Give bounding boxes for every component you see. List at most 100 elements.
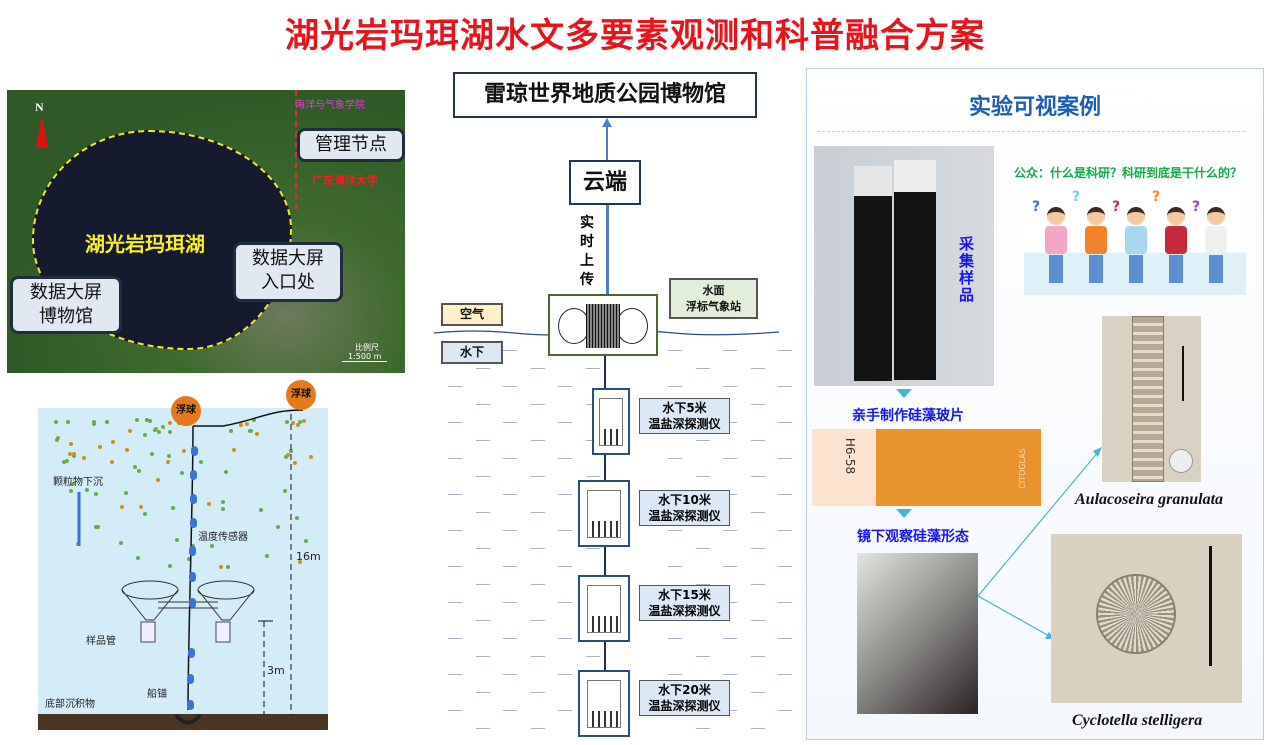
water-dash — [531, 692, 545, 693]
water-dash — [723, 566, 737, 567]
water-dash — [668, 458, 682, 459]
buoy-frame — [586, 304, 620, 348]
slide-photo: H6-58 CITOGLAS — [812, 429, 1041, 506]
particle — [166, 453, 171, 458]
particle — [225, 565, 230, 570]
water-dash — [531, 440, 545, 441]
water-dash — [476, 728, 490, 729]
water-dash — [723, 602, 737, 603]
scale-bar — [1182, 346, 1184, 401]
screen-museum-label: 数据大屏博物馆 — [10, 276, 122, 334]
water-dash — [668, 530, 682, 531]
particle — [161, 425, 166, 430]
cases-panel: 实验可视案例 采集样品 公众：什么是科研？科研到底是干什么的？ ????? 亲手… — [806, 68, 1264, 740]
water-dash — [476, 476, 490, 477]
water-dash — [696, 728, 710, 729]
particle — [139, 504, 144, 509]
water-dash — [476, 512, 490, 513]
particle — [290, 421, 295, 426]
particle — [143, 432, 148, 437]
particle — [264, 553, 269, 558]
text: 水面 — [702, 284, 725, 297]
water-dash — [503, 566, 517, 567]
particle — [292, 460, 297, 465]
particle — [110, 440, 115, 445]
particle — [123, 491, 128, 496]
water-dash — [531, 620, 545, 621]
arrow-down-icon — [896, 509, 912, 518]
divider — [817, 131, 1245, 132]
water-dash — [668, 674, 682, 675]
particle — [298, 419, 303, 424]
water-dash — [558, 710, 572, 711]
water-dash — [558, 602, 572, 603]
water-dash — [723, 386, 737, 387]
particle — [199, 459, 204, 464]
particle — [145, 418, 150, 423]
water-dash — [558, 530, 572, 531]
water-dash — [503, 422, 517, 423]
water-dash — [751, 512, 765, 513]
university-label: 广东海洋大学 — [312, 174, 378, 187]
water-dash — [778, 458, 792, 459]
water-dash — [696, 476, 710, 477]
lake-name: 湖光岩玛珥湖 — [85, 232, 205, 256]
particles-label: 颗粒物下沉 — [53, 477, 103, 488]
particle — [206, 501, 211, 506]
particle — [68, 488, 73, 493]
person-figure — [1164, 207, 1188, 287]
cloud-box: 云端 — [569, 160, 641, 205]
water-dash — [503, 386, 517, 387]
instrument-name: 温盐深探测仪 — [648, 509, 721, 523]
particle — [190, 543, 195, 548]
question-mark-icon: ? — [1032, 199, 1041, 215]
water-dash — [448, 386, 462, 387]
museum-box: 雷琼世界地质公园博物馆 — [453, 72, 757, 118]
particle — [224, 469, 229, 474]
water-dash — [476, 584, 490, 585]
particle — [92, 422, 97, 427]
arrow-down-icon — [896, 389, 912, 398]
temperature-sensor — [187, 674, 195, 684]
ctd-instrument — [578, 480, 630, 547]
question-mark-icon: ? — [1152, 189, 1161, 205]
instrument-depth: 水下5米 — [662, 401, 707, 415]
question-mark-icon: ? — [1112, 199, 1121, 215]
air-label: 空气 — [441, 303, 503, 326]
water-dash — [778, 422, 792, 423]
particle — [124, 448, 129, 453]
anchor-label: 船锚 — [147, 689, 167, 700]
water-dash — [696, 368, 710, 369]
water-dash — [751, 404, 765, 405]
temperature-sensor — [189, 518, 197, 528]
cyclotella-image — [1051, 534, 1242, 703]
particle — [127, 428, 132, 433]
water-dash — [531, 728, 545, 729]
particle — [171, 505, 176, 510]
particle — [71, 482, 76, 487]
ctd-instrument — [592, 388, 630, 455]
particle — [53, 419, 58, 424]
temperature-sensor — [187, 700, 194, 710]
question-mark-icon: ? — [1192, 199, 1201, 215]
connector-arrows — [977, 447, 1102, 639]
particle — [68, 441, 73, 446]
buoy-secondary: 浮球 — [286, 380, 316, 410]
temperature-sensor — [187, 648, 195, 658]
water-dash — [668, 350, 682, 351]
person-figure — [1204, 207, 1228, 287]
screen-entrance-label: 数据大屏入口处 — [233, 242, 343, 302]
water-dash — [448, 530, 462, 531]
temperature-sensor — [190, 446, 198, 456]
water-dash — [696, 548, 710, 549]
particle — [259, 507, 264, 512]
instrument-label: 水下10米温盐深探测仪 — [639, 490, 730, 526]
water-dash — [476, 404, 490, 405]
water-dash — [586, 476, 600, 477]
instrument-depth: 水下20米 — [658, 683, 711, 697]
temperature-sensor — [188, 572, 196, 582]
particle — [275, 525, 280, 530]
instrument-name: 温盐深探测仪 — [648, 604, 721, 618]
water-dash — [448, 602, 462, 603]
text: 数据大屏 — [30, 282, 102, 303]
